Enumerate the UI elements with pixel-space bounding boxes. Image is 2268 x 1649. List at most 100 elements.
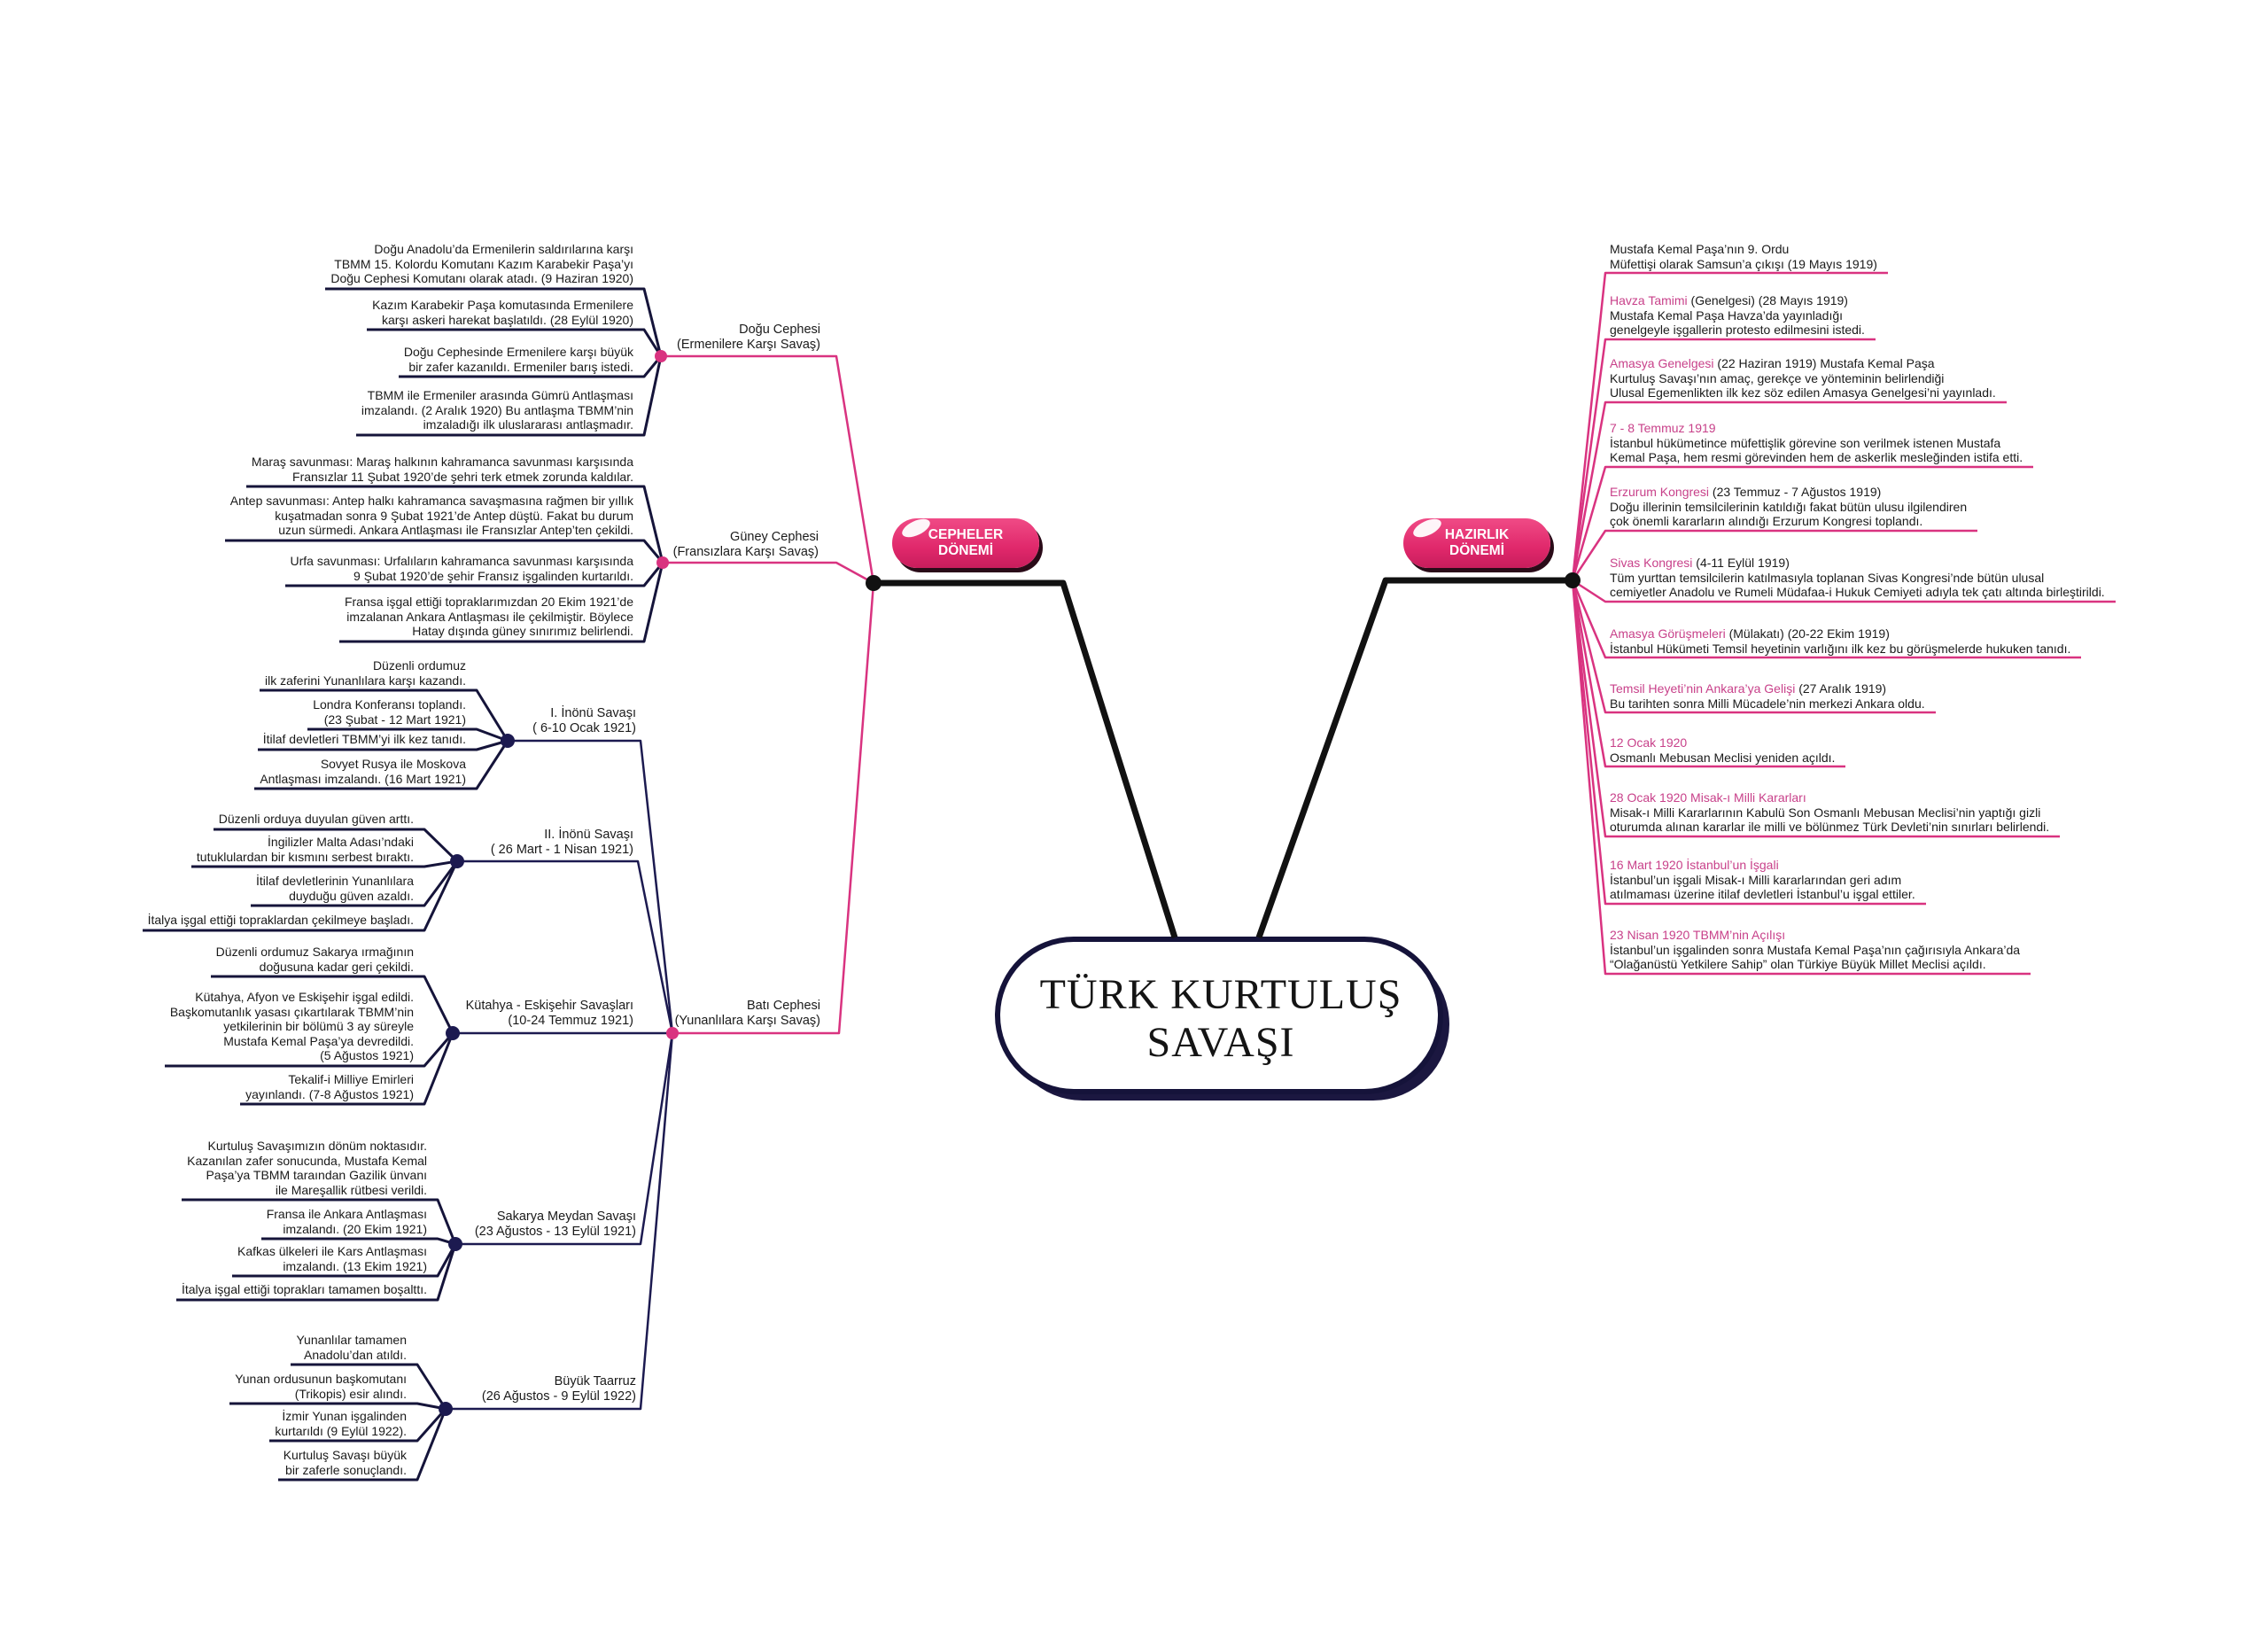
- central-oval: [995, 937, 1443, 1094]
- leaf-connector: [165, 1032, 454, 1068]
- front-event-line: Antep savunması: Antep halkı kahramanca …: [229, 494, 633, 508]
- battle-node-0[interactable]: I. İnönü Savaşı( 6-10 Ocak 1921): [532, 706, 636, 736]
- front-name: Batı Cephesi: [746, 999, 820, 1013]
- event-title: Temsil Heyeti’nin Ankara’ya Gelişi: [1610, 681, 1796, 696]
- battle-event-line: Kurtuluş Savaşımızın dönüm noktasıdır.: [207, 1139, 427, 1153]
- event-heading: 28 Ocak 1920 Misak-ı Milli Kararları: [1610, 790, 2049, 805]
- event-line: Ulusal Egemenlikten ilk kez söz edilen A…: [1610, 385, 1996, 400]
- leaf-connector: [307, 727, 509, 743]
- hazirlik-event: Amasya Genelgesi (22 Haziran 1919) Musta…: [1610, 356, 1996, 401]
- battle-event-line: doğusuna kadar geri çekildi.: [259, 959, 414, 974]
- hazirlik-event: Erzurum Kongresi (23 Temmuz - 7 Ağustos …: [1610, 485, 1967, 529]
- event-title: Amasya Görüşmeleri: [1610, 626, 1726, 641]
- event-line: İstanbul’un işgalinden sonra Mustafa Kem…: [1610, 942, 2021, 957]
- leaf-connector: [251, 860, 459, 907]
- front-event-line: 9 Şubat 1920’de şehir Fransız işgalinden…: [353, 568, 633, 583]
- front-node-1[interactable]: Güney Cephesi(Fransızlara Karşı Savaş): [673, 530, 819, 560]
- battle-name: I. İnönü Savaşı: [550, 706, 636, 720]
- event-line: “Olağanüstü Yetkilere Sahip” olan Türkiy…: [1610, 957, 1986, 971]
- leaf-connector: [182, 1198, 457, 1245]
- leaf-connector: [356, 355, 663, 437]
- hazirlik-event-connector: [1571, 579, 1936, 714]
- leaf-connector: [367, 328, 663, 357]
- hazirlik-donemi-node[interactable]: HAZIRLIK DÖNEMİ: [1403, 518, 1550, 568]
- battle-event-line: ile Mareşallik rütbesi verildi.: [275, 1182, 427, 1197]
- battle-event-line: İzmir Yunan işgalinden: [282, 1409, 407, 1423]
- event-title: Sivas Kongresi: [1610, 556, 1693, 570]
- front-event-line: Doğu Anadolu’da Ermenilerin saldırıların…: [374, 242, 633, 256]
- leaf-connector: [254, 740, 509, 790]
- event-heading: 16 Mart 1920 İstanbul’un İşgali: [1610, 858, 1915, 873]
- front-event: Kazım Karabekir Paşa komutasında Ermenil…: [372, 298, 633, 327]
- battle-event-line: yayınlandı. (7-8 Ağustos 1921): [245, 1086, 414, 1101]
- front-event: Urfa savunması: Urfalıların kahramanca s…: [291, 554, 634, 583]
- front-event: Doğu Anadolu’da Ermenilerin saldırıların…: [330, 242, 633, 286]
- hazirlik-event-connector: [1571, 401, 2007, 581]
- event-title: Erzurum Kongresi: [1610, 485, 1710, 499]
- event-heading: 7 - 8 Temmuz 1919: [1610, 421, 2023, 436]
- leaf-connector: [211, 975, 454, 1034]
- front-event-line: imzaladığı ilk uluslararası antlaşmadır.: [423, 417, 633, 432]
- battle-node-dot: [448, 1237, 462, 1251]
- event-line: İstanbul Hükümeti Temsil heyetinin varlı…: [1610, 641, 2071, 656]
- battle-date: (23 Ağustos - 13 Eylül 1921): [474, 1225, 636, 1239]
- front-name: Güney Cephesi: [730, 530, 819, 544]
- hazirlik-event-connector: [1571, 579, 1845, 768]
- battle-event-line: İtalya işgal ettiği topraklardan çekilme…: [147, 913, 414, 927]
- event-heading: Mustafa Kemal Paşa’nın 9. Ordu: [1610, 242, 1877, 257]
- front-event-line: Kazım Karabekir Paşa komutasında Ermenil…: [372, 298, 633, 312]
- leaf-connector: [278, 1408, 447, 1482]
- front-event-line: bir zafer kazanıldı. Ermeniler barış ist…: [408, 359, 633, 374]
- cepheler-label-line1: CEPHELER: [928, 527, 1004, 542]
- event-heading: Erzurum Kongresi (23 Temmuz - 7 Ağustos …: [1610, 485, 1967, 500]
- hazirlik-event: Havza Tamimi (Genelgesi) (28 Mayıs 1919)…: [1610, 293, 1865, 338]
- cepheler-donemi-node[interactable]: CEPHELER DÖNEMİ: [892, 518, 1039, 568]
- event-line: Kemal Paşa, hem resmi görevinden hem de …: [1610, 450, 2023, 464]
- battle-branch-line: [446, 1032, 674, 1411]
- battle-event-line: imzalandı. (20 Ekim 1921): [283, 1221, 427, 1236]
- leaf-connector: [260, 688, 509, 742]
- front-event-line: imzalanan Ankara Antlaşması ile çekilmiş…: [346, 609, 633, 624]
- battle-date: (26 Ağustos - 9 Eylül 1922): [481, 1389, 636, 1404]
- battle-node-3[interactable]: Sakarya Meydan Savaşı(23 Ağustos - 13 Ey…: [475, 1210, 636, 1240]
- front-event: Maraş savunması: Maraş halkının kahraman…: [252, 455, 633, 484]
- hazirlik-event-connector: [1571, 579, 2081, 659]
- battle-node-4[interactable]: Büyük Taarruz(26 Ağustos - 9 Eylül 1922): [482, 1374, 636, 1404]
- battle-event-line: İtilaf devletleri TBMM’yi ilk kez tanıdı…: [262, 732, 466, 746]
- front-event-line: TBMM 15. Kolordu Komutanı Kazım Karabeki…: [334, 256, 633, 271]
- event-line: Bu tarihten sonra Milli Mücadele’nin mer…: [1610, 696, 1925, 711]
- battle-branch-line: [508, 739, 674, 1034]
- title-line1: TÜRK KURTULUŞ: [1039, 971, 1402, 1018]
- battle-event-line: Kurtuluş Savaşı büyük: [283, 1448, 407, 1462]
- battle-event-line: yetkilerinin bir bölümü 3 ay süreyle: [223, 1019, 414, 1033]
- event-heading: Sivas Kongresi (4-11 Eylül 1919): [1610, 556, 2105, 571]
- battle-event-line: (5 Ağustos 1921): [320, 1048, 414, 1062]
- front-node-2[interactable]: Batı Cephesi(Yunanlılara Karşı Savaş): [675, 999, 820, 1029]
- front-event-line: Doğu Cephesi Komutanı olarak atadı. (9 H…: [330, 271, 633, 285]
- leaf-connector: [176, 1243, 457, 1302]
- event-line: oturumda alınan kararlar ile milli ve bö…: [1610, 820, 2050, 834]
- battle-node-dot: [446, 1026, 460, 1040]
- battle-event: Yunan ordusunun başkomutanı(Trikopis) es…: [235, 1372, 407, 1401]
- battle-node-1[interactable]: II. İnönü Savaşı( 26 Mart - 1 Nisan 1921…: [491, 828, 633, 858]
- hazirlik-label-line1: HAZIRLIK: [1444, 527, 1510, 542]
- event-heading: Amasya Genelgesi (22 Haziran 1919) Musta…: [1610, 356, 1996, 371]
- battle-event-line: Başkomutanlık yasası çıkartılarak TBMM’n…: [169, 1004, 414, 1019]
- front-node-dot: [656, 556, 669, 569]
- cepheler-hub-dot: [866, 575, 882, 591]
- event-date: (27 Aralık 1919): [1795, 681, 1887, 696]
- battle-node-2[interactable]: Kütahya - Eskişehir Savaşları(10-24 Temm…: [466, 999, 633, 1029]
- battle-event-line: Yunan ordusunun başkomutanı: [235, 1372, 407, 1386]
- battle-event-line: Yunanlılar tamamen: [296, 1333, 407, 1347]
- front-node-0[interactable]: Doğu Cephesi(Ermenilere Karşı Savaş): [677, 323, 820, 353]
